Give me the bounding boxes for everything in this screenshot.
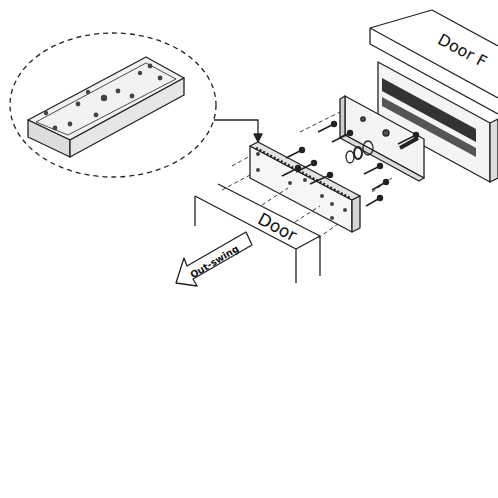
part-band: Door F	[434, 29, 490, 71]
screw-head	[348, 131, 353, 136]
screw-head	[312, 161, 317, 166]
bracket-detail	[28, 57, 184, 157]
leader-line	[214, 120, 258, 136]
screw-head	[378, 164, 383, 169]
washers	[346, 141, 373, 163]
alignment-lines	[222, 112, 392, 238]
armature-plate	[340, 96, 424, 181]
leader-arrowhead	[254, 134, 262, 142]
screw-head	[414, 133, 419, 138]
screws	[282, 122, 418, 206]
screw	[310, 175, 330, 184]
screw-head	[328, 173, 333, 178]
screw-head	[378, 196, 383, 201]
screw-head	[332, 122, 337, 127]
screw-head	[296, 166, 301, 171]
part-label: Door F	[434, 29, 490, 71]
screw-head	[300, 148, 305, 153]
callout-ellipse	[10, 33, 216, 177]
out-swing-arrow	[176, 232, 252, 286]
